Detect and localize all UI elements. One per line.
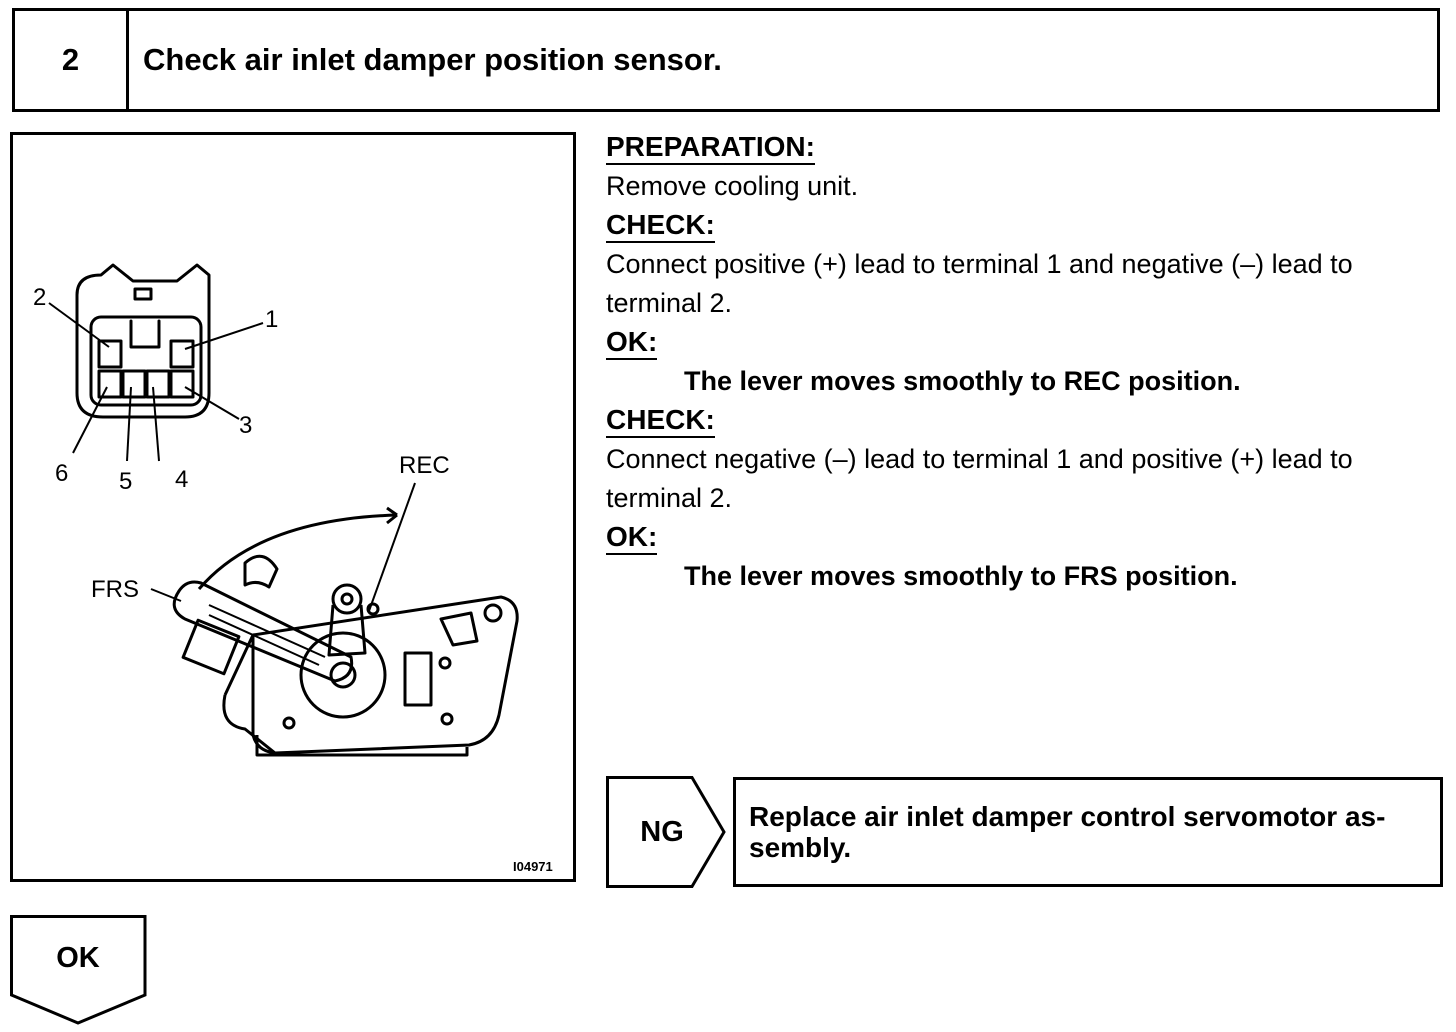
ok-heading: OK: — [606, 325, 658, 360]
ng-label: NG — [640, 815, 684, 848]
terminal-cavity — [145, 369, 171, 399]
figure-panel: 2 1 3 4 5 6 REC FRS I04971 — [10, 132, 576, 882]
step-header: 2 Check air inlet damper position sensor… — [12, 8, 1440, 112]
connector-housing — [75, 263, 211, 419]
ng-arrow-shape — [606, 776, 726, 888]
step-number: 2 — [15, 11, 129, 109]
terminal-cavity — [97, 339, 123, 369]
sweep-arc — [197, 513, 398, 590]
frs-label: FRS — [91, 576, 139, 603]
check-text-line: terminal 2. — [606, 288, 733, 318]
terminal-cavity — [169, 339, 195, 369]
preparation-heading: PREPARATION: — [606, 130, 815, 165]
terminal-cavity — [97, 369, 123, 399]
terminal-label: 6 — [55, 460, 68, 487]
ng-action-text: sembly. — [749, 832, 852, 863]
ok-arrow-shape — [10, 915, 147, 1025]
terminal-label: 4 — [175, 466, 188, 493]
terminal-label: 1 — [265, 306, 278, 333]
terminal-cavity — [169, 369, 195, 399]
preparation-text: Remove cooling unit. — [606, 171, 859, 201]
figure-id: I04971 — [513, 859, 553, 874]
ng-action-text: Replace air inlet damper control servomo… — [749, 801, 1386, 832]
check-text-line: Connect negative (–) lead to terminal 1 … — [606, 444, 1353, 474]
lever-arm — [172, 580, 354, 683]
ok-heading: OK: — [606, 520, 658, 555]
terminal-cavity — [121, 369, 147, 399]
check-text-line: Connect positive (+) lead to terminal 1 … — [606, 249, 1353, 279]
rec-label: REC — [399, 452, 450, 479]
check-heading: CHECK: — [606, 403, 715, 438]
connector-face — [89, 315, 203, 407]
ok-result-text: The lever moves smoothly to FRS position… — [684, 561, 1238, 591]
connector-and-servomotor-diagram: 2 1 3 4 5 6 REC FRS I04971 — [33, 263, 553, 874]
check-heading: CHECK: — [606, 208, 715, 243]
check-text-line: terminal 2. — [606, 483, 733, 513]
connector-lock-tab — [133, 287, 153, 301]
ok-label: OK — [56, 941, 100, 974]
ok-result-text: The lever moves smoothly to REC position… — [684, 366, 1241, 396]
ng-action-box: Replace air inlet damper control servomo… — [733, 777, 1443, 887]
terminal-label: 2 — [33, 284, 46, 311]
step-title: Check air inlet damper position sensor. — [143, 42, 722, 77]
terminal-label: 5 — [119, 468, 132, 495]
spring — [243, 554, 279, 589]
servomotor-housing — [251, 595, 519, 755]
terminal-label: 3 — [239, 412, 252, 439]
instructions: PREPARATION: Remove cooling unit. CHECK:… — [606, 128, 1451, 596]
